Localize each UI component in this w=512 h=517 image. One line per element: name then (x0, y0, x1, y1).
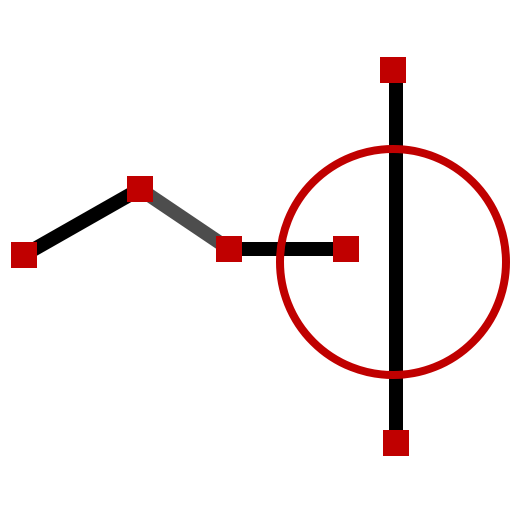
circle-outline (276, 145, 510, 379)
node-handle-top[interactable] (380, 57, 406, 83)
node-handle-4[interactable] (333, 236, 359, 262)
node-handle-2[interactable] (127, 176, 153, 202)
path-segment-1 (20, 182, 144, 262)
node-handle-1[interactable] (11, 242, 37, 268)
node-handle-3[interactable] (216, 236, 242, 262)
node-handle-bottom[interactable] (383, 430, 409, 456)
path-segment-2 (136, 183, 233, 255)
